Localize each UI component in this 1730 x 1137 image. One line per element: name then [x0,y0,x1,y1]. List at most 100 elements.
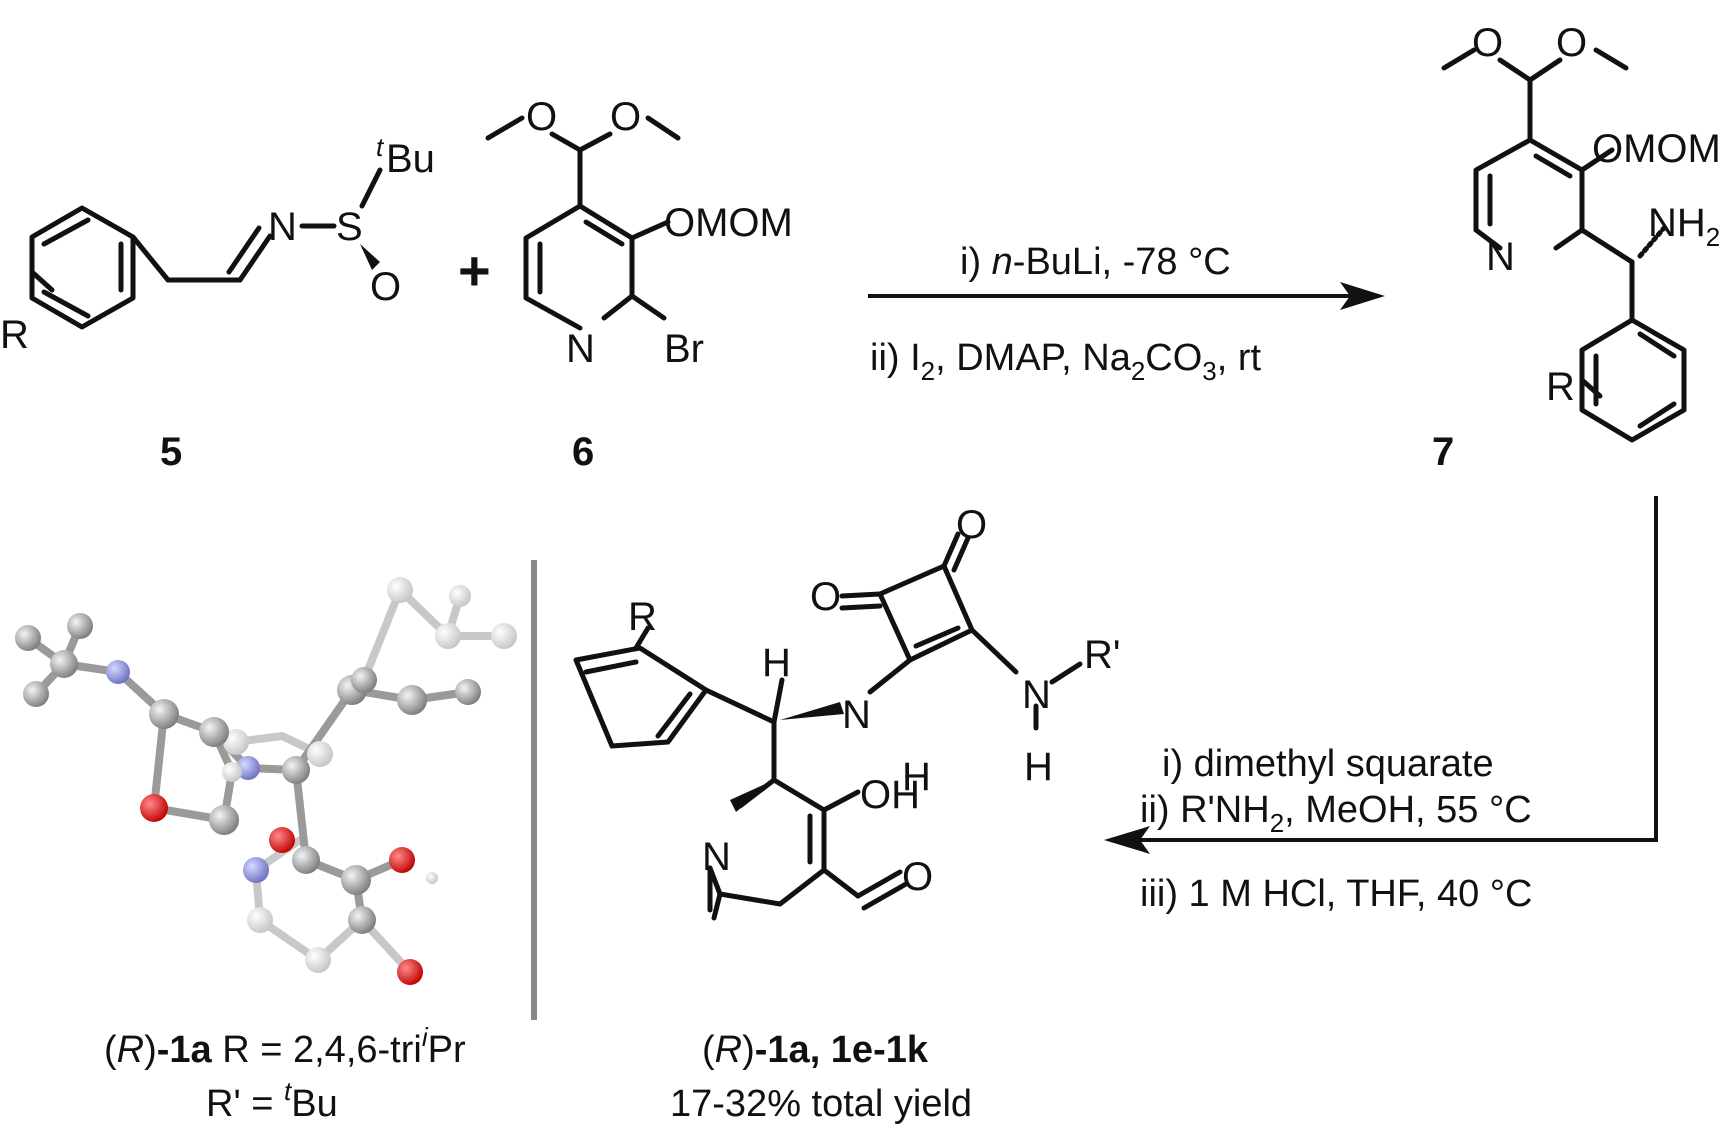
arrowhead [1340,282,1385,310]
atom-n: N [1022,673,1051,717]
condition-step2-iii: iii) 1 M HCl, THF, 40 °C [1140,873,1532,915]
compound-number-6: 6 [572,430,594,474]
stereo-wedge [730,780,774,812]
bond [645,115,681,141]
cyclobutenedione-ring [877,563,975,663]
benzene-ring [1579,317,1687,443]
aldehyde-bond [855,869,903,899]
atom-o: O [956,503,987,547]
stereo-wedge [360,244,380,270]
atom-o: O [610,95,641,139]
bond [1049,661,1083,685]
atom-o: O [902,855,933,899]
aromatic-bond [655,691,693,739]
bond [1527,57,1563,83]
bond [703,687,777,725]
omom-label: OMOM [664,201,793,245]
atom-n: N [702,835,731,879]
yield-text: 17-32% total yield [670,1083,972,1125]
bond [771,677,785,725]
crystal-structure-model [15,577,517,985]
compound-number-7: 7 [1432,430,1454,474]
ring-bond [601,293,635,321]
aromatic-bond [41,217,91,247]
plus-sign: + [458,239,491,302]
bond [821,789,861,813]
atom-h: H [1024,745,1053,789]
atom-o: O [370,265,401,309]
aromatic-bond [583,659,639,675]
aromatic-bond [41,289,91,319]
condition-step1-ii: ii) I2, DMAP, Na2CO3, rt [870,337,1262,386]
aromatic-bond [711,891,723,921]
atom-n: N [1486,235,1515,279]
substituent-r: R [1546,365,1575,409]
compound-6: O O OMOM N Br 6 [485,95,793,474]
imine-double-bond [226,225,262,275]
bond [577,131,613,153]
pyridine-ring [707,777,827,907]
substituent-bond [633,625,651,651]
double-bond [913,625,961,649]
carbonyl-bond [941,531,961,569]
aromatic-bond [1637,401,1677,429]
bond [969,627,1019,675]
bond [130,234,171,283]
atom-n: N [268,205,297,249]
bond [867,657,913,695]
bond [485,115,525,141]
substituent-r-prime: R' [1084,633,1121,677]
stereo-hash-bond [1637,225,1667,259]
product-structure: O O O R H N H N R' H OH N [573,503,1121,921]
bond [629,219,671,241]
atom-o: O [1556,21,1587,65]
atom-br: Br [664,327,704,371]
pyridine-ring [523,203,635,331]
bond [1497,57,1533,83]
nh2-label: NH2 [1648,201,1720,252]
crystal-caption-2: R' = tBu [206,1076,338,1125]
carbonyl-bond [839,603,883,611]
imine-double-bond [237,233,273,283]
substituent-bond [1579,377,1603,399]
tbu-label: tBu [376,132,435,181]
compound-number-5: 5 [160,430,182,474]
bond [1441,47,1477,71]
bond [1579,147,1615,173]
arrowhead [1104,826,1150,854]
atom-s: S [336,205,363,249]
bond [359,167,383,209]
carbonyl-bond [951,535,971,573]
substituent-r: R [628,595,657,639]
ring-bond [1473,227,1503,251]
reaction-arrow-2 [1140,496,1658,842]
aromatic-bond [1637,331,1677,359]
compound-5: R N S O tBu 5 [0,132,435,474]
step2: i) dimethyl squarate ii) R'NH2, MeOH, 55… [1104,496,1658,915]
omom-label: OMOM [1592,127,1721,171]
compound-7: O O OMOM NH2 N R 7 [1432,21,1721,474]
bond [629,293,667,321]
condition-step2-i: i) dimethyl squarate [1162,743,1494,785]
step1: i) n-BuLi, -78 °C ii) I2, DMAP, Na2CO3, … [868,241,1385,386]
atom-n: N [842,693,871,737]
condition-step2-ii: ii) R'NH2, MeOH, 55 °C [1140,789,1532,838]
aldehyde-bond [861,881,909,911]
atom-n: N [566,327,595,371]
crystal-caption: (R)-1a R = 2,4,6-triiPr [104,1022,466,1071]
atom-o: O [526,95,557,139]
bond [1593,47,1629,71]
aromatic-bond [1533,153,1573,179]
stereo-wedge [780,702,844,720]
aromatic-bond [583,219,625,247]
phenyl-ring [573,645,709,749]
hydroxyl-label: OH [860,773,920,817]
atom-h: H [762,641,791,685]
atom-o: O [810,575,841,619]
benzene-ring [29,205,136,330]
carbonyl-bond [839,591,883,599]
substituent-bond [29,269,55,293]
bond [821,867,861,899]
atom-o: O [1472,21,1503,65]
